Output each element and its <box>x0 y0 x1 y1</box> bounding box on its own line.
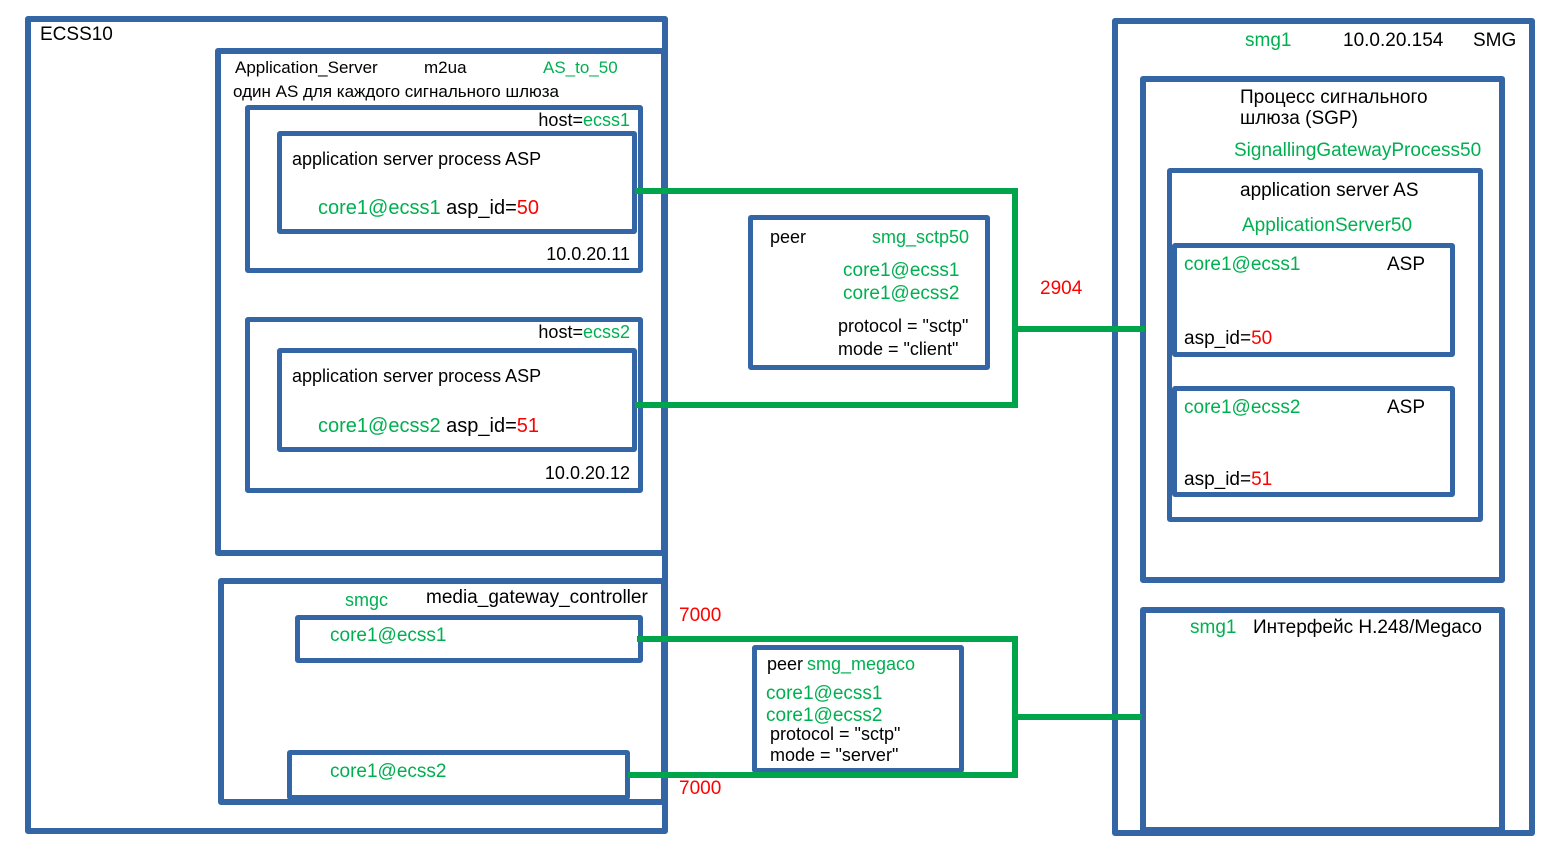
host-label-ecss2: host=ecss2 <box>455 322 630 343</box>
application-server-label: Application_Server <box>235 58 378 77</box>
connector-megaco-vertical <box>1012 636 1018 778</box>
port-label-7000-bottom: 7000 <box>679 778 722 799</box>
smg-label: SMG <box>1473 30 1517 51</box>
connector-megaco-top <box>637 636 1018 642</box>
smg-megaco-name: smg1 <box>1190 617 1237 638</box>
host-ip-ecss2: 10.0.20.12 <box>544 463 630 483</box>
smg-ip: 10.0.20.154 <box>1343 30 1444 51</box>
connector-sctp-bottom <box>635 402 1018 408</box>
asp-core: core1@ecss2 <box>318 415 441 437</box>
ecss10-title: ECSS10 <box>40 24 113 45</box>
smg-asp-label-1: ASP <box>1387 254 1426 275</box>
asp-id-label: asp_id= <box>440 197 517 219</box>
application-server-name: AS_to_50 <box>543 58 618 77</box>
mgc-label: media_gateway_controller <box>426 587 648 608</box>
connector-megaco-bottom <box>628 772 1018 778</box>
smg-box <box>1112 18 1535 836</box>
mgc-box <box>218 578 667 805</box>
port-label-2904: 2904 <box>1040 278 1083 299</box>
host-name: ecss1 <box>582 110 630 130</box>
connector-sctp-vertical <box>1012 188 1018 408</box>
peer-sctp-core-2: core1@ecss2 <box>843 283 960 304</box>
smg-as-title: application server AS <box>1240 180 1419 201</box>
smg-asp-box-1 <box>1172 243 1455 357</box>
asp-core-line: core1@ecss2 asp_id=51 <box>318 415 539 438</box>
asp-id-value: 50 <box>516 197 539 219</box>
asp-box-ecss2 <box>277 348 637 452</box>
host-prefix: host= <box>538 110 583 130</box>
mgc-core-2: core1@ecss2 <box>330 761 447 782</box>
smg-as-box <box>1167 168 1483 522</box>
peer-sctp-mode: mode = "client" <box>838 339 959 359</box>
host-prefix: host= <box>538 322 583 342</box>
host-name: ecss2 <box>582 322 630 342</box>
asp-id-value: 51 <box>516 415 539 437</box>
application-server-note: один AS для каждого сигнального шлюза <box>233 82 560 101</box>
peer-megaco-mode: mode = "server" <box>770 745 899 765</box>
peer-megaco-label: peer <box>767 654 804 674</box>
asp-id-label: asp_id= <box>1184 469 1252 490</box>
asp-id-value: 51 <box>1251 469 1273 490</box>
asp-title: application server process ASP <box>292 366 542 386</box>
port-label-7000-top: 7000 <box>679 605 722 626</box>
sgp-title-line2: шлюза (SGP) <box>1240 108 1358 129</box>
asp-id-label: asp_id= <box>440 415 517 437</box>
application-server-box <box>215 48 667 556</box>
peer-megaco-name: smg_megaco <box>807 654 916 674</box>
peer-megaco-core-2: core1@ecss2 <box>766 705 883 726</box>
peer-megaco-box <box>752 645 964 773</box>
peer-sctp-box <box>748 215 990 370</box>
smg-asp-label-2: ASP <box>1387 397 1426 418</box>
mgc-core-box-2 <box>287 750 630 800</box>
smg-as-name: ApplicationServer50 <box>1242 215 1413 236</box>
asp-title: application server process ASP <box>292 149 542 169</box>
application-server-protocol: m2ua <box>424 58 467 77</box>
mgc-name: smgc <box>345 590 389 610</box>
asp-core: core1@ecss1 <box>318 197 441 219</box>
peer-megaco-core-1: core1@ecss1 <box>766 683 883 704</box>
peer-sctp-name: smg_sctp50 <box>872 227 970 247</box>
asp-id-label: asp_id= <box>1184 328 1252 349</box>
smg-asp-id-1: asp_id=50 <box>1184 328 1272 350</box>
smg-asp-id-2: asp_id=51 <box>1184 469 1272 491</box>
asp-core-line: core1@ecss1 asp_id=50 <box>318 197 539 220</box>
peer-sctp-core-1: core1@ecss1 <box>843 260 960 281</box>
sgp-title-line1: Процесс сигнального <box>1240 87 1428 108</box>
smg-megaco-box <box>1140 607 1505 833</box>
peer-sctp-label: peer <box>770 227 807 247</box>
host-ip-ecss1: 10.0.20.11 <box>546 244 630 264</box>
smg-megaco-label: Интерфейс H.248/Megaco <box>1253 617 1482 638</box>
peer-sctp-protocol: protocol = "sctp" <box>838 316 969 336</box>
connector-sctp-to-smg <box>1018 326 1145 332</box>
asp-id-value: 50 <box>1251 328 1273 349</box>
smg-name: smg1 <box>1245 30 1292 51</box>
peer-megaco-protocol: protocol = "sctp" <box>770 724 901 744</box>
connector-sctp-top <box>635 188 1018 194</box>
host-label-ecss1: host=ecss1 <box>455 110 630 131</box>
connector-megaco-to-smg <box>1018 714 1142 720</box>
smg-asp-box-2 <box>1172 386 1455 497</box>
asp-box-ecss1 <box>277 131 637 234</box>
smg-asp-core-2: core1@ecss2 <box>1184 397 1301 418</box>
smg-asp-core-1: core1@ecss1 <box>1184 254 1301 275</box>
mgc-core-1: core1@ecss1 <box>330 625 447 646</box>
sgp-name: SignallingGatewayProcess50 <box>1234 140 1482 161</box>
